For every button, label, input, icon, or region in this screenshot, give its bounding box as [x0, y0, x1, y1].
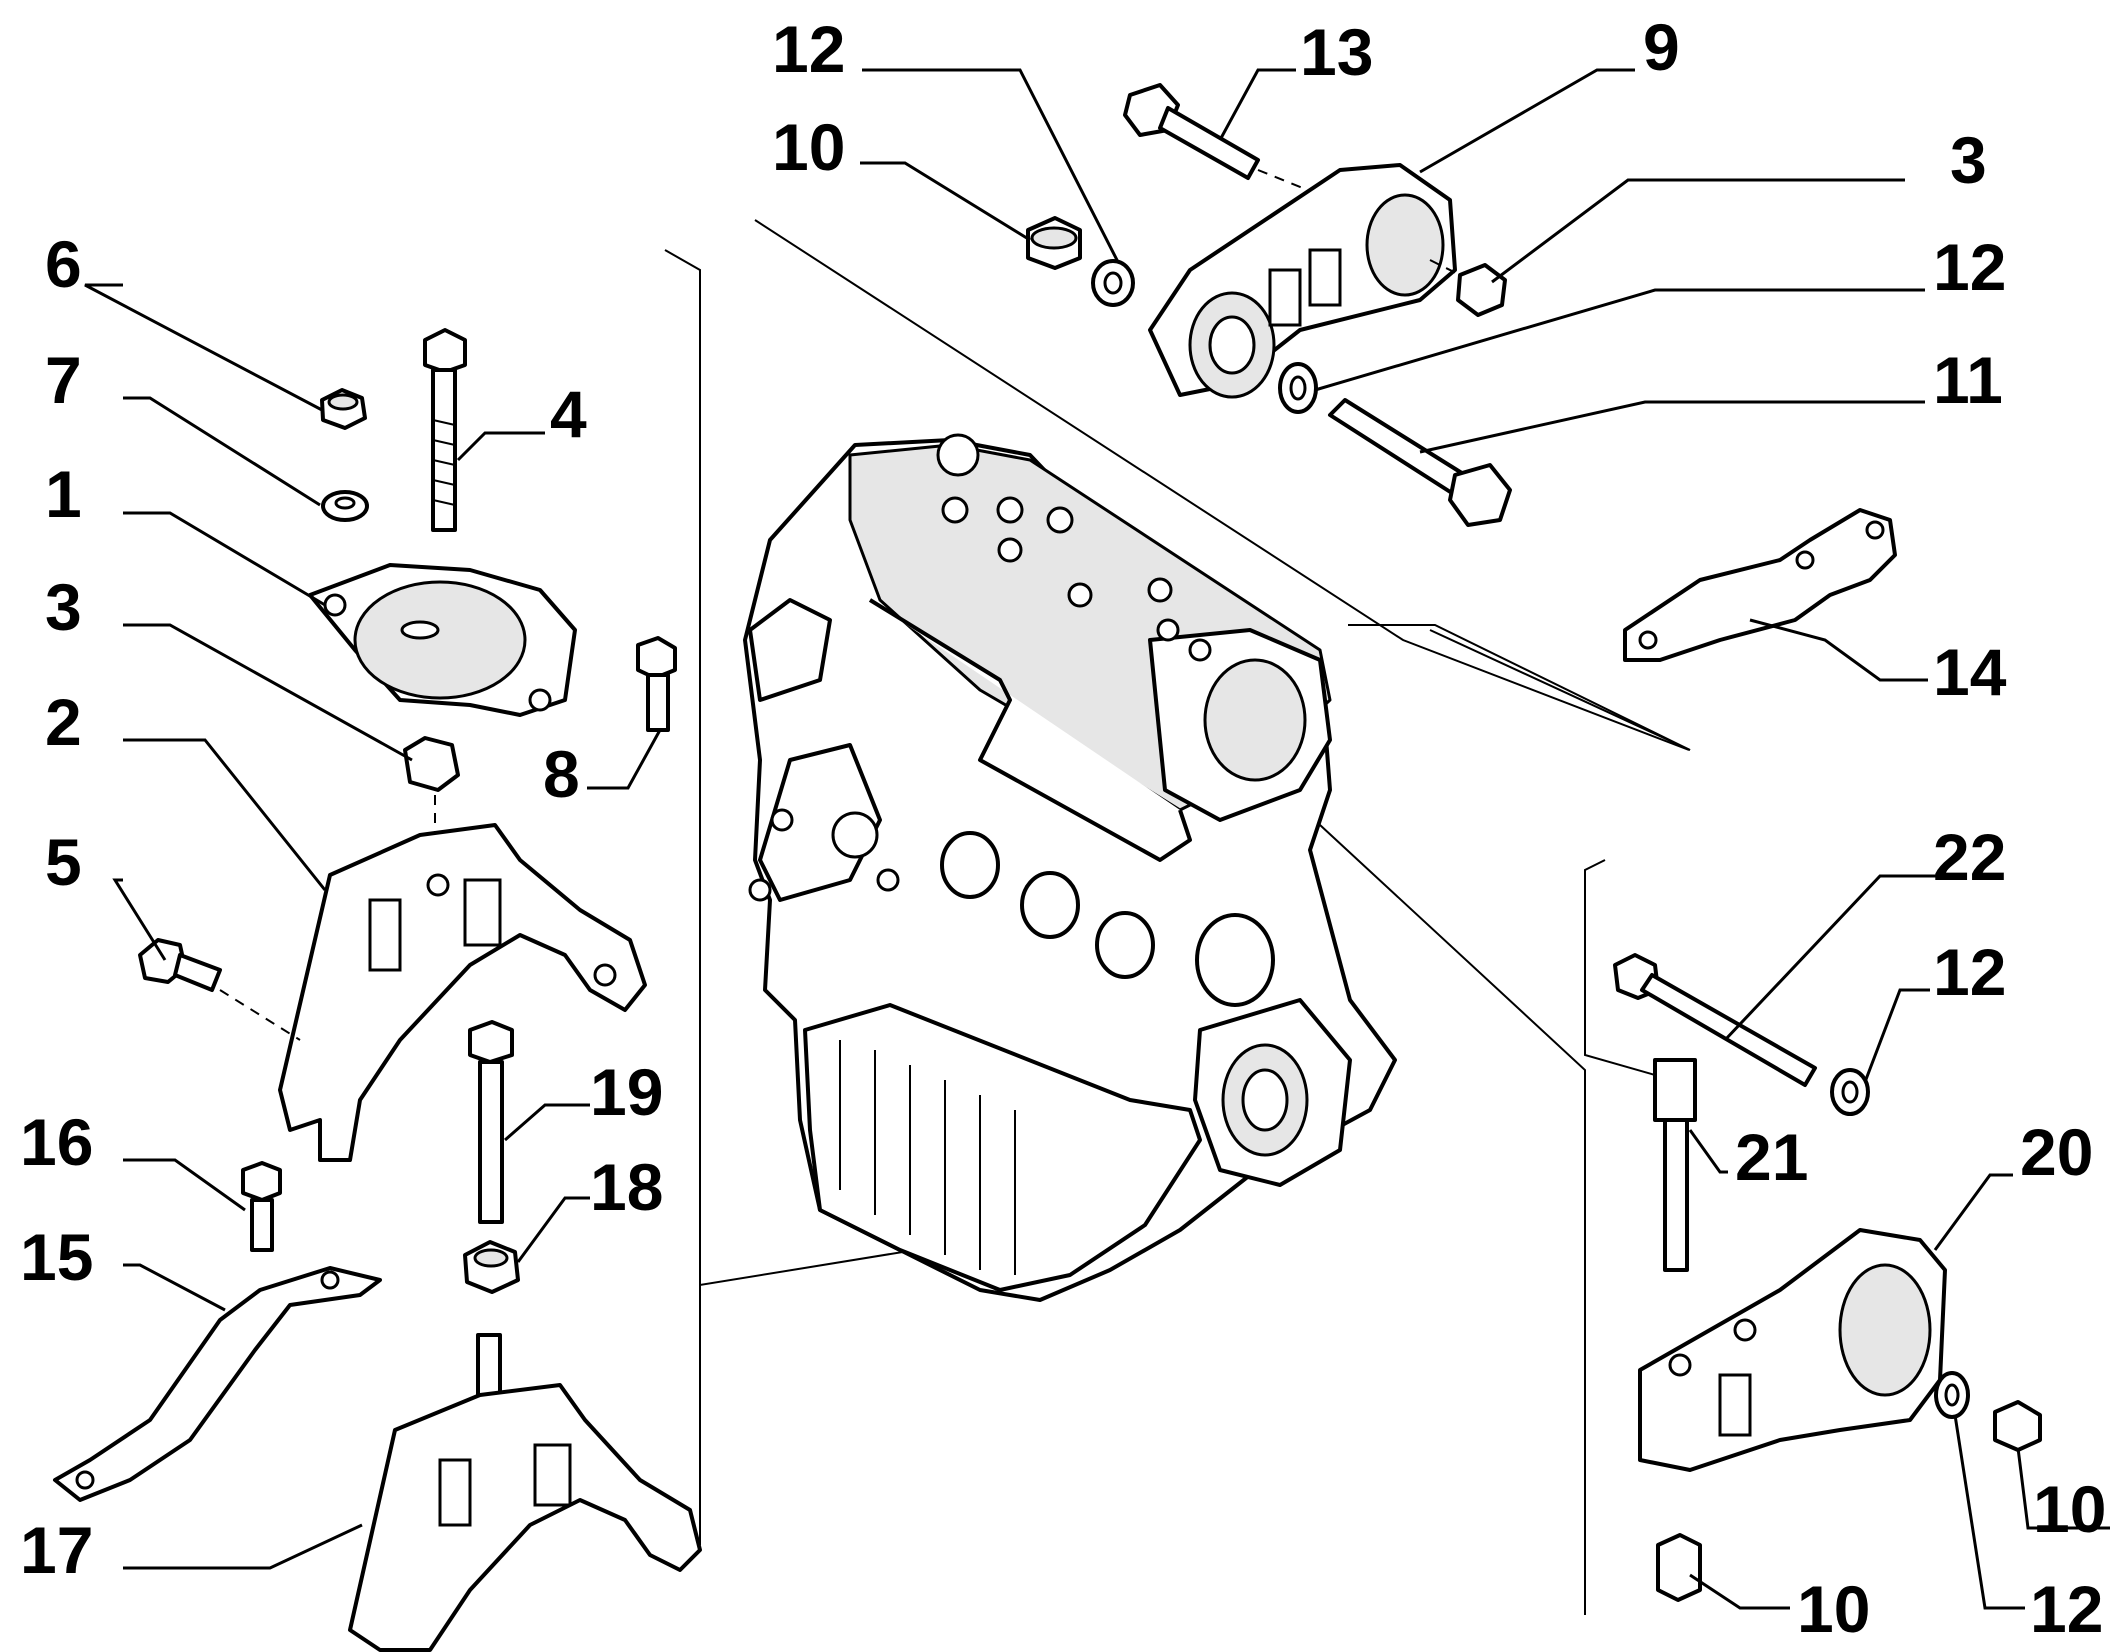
callout-10-a: 10 [772, 110, 845, 184]
bolt-11 [1328, 398, 1512, 527]
callout-5: 5 [45, 825, 82, 899]
callout-3-b: 3 [45, 570, 82, 644]
callout-12-d: 12 [2030, 1572, 2103, 1646]
callout-7: 7 [45, 343, 82, 417]
callout-20: 20 [2020, 1115, 2093, 1189]
washer-12-bottom [1934, 1371, 1970, 1419]
washer-12-mid [1830, 1068, 1870, 1116]
callout-19: 19 [590, 1055, 663, 1129]
mount-20 [1638, 1228, 1947, 1472]
callout-4: 4 [550, 377, 587, 451]
callout-12-a: 12 [772, 12, 845, 86]
washer-7 [321, 490, 369, 522]
callout-10-b: 10 [2033, 1472, 2106, 1546]
bolt-5 [138, 938, 301, 1041]
nut-10-right [1993, 1400, 2042, 1452]
callout-13: 13 [1300, 15, 1373, 89]
bolt-4 [423, 328, 467, 532]
callout-1: 1 [45, 457, 82, 531]
bolt-16 [241, 1161, 282, 1252]
callout-21: 21 [1735, 1120, 1808, 1194]
callout-12-b: 12 [1933, 230, 2006, 304]
callout-3-a: 3 [1950, 123, 1987, 197]
nut-18 [463, 1240, 520, 1294]
washer-12-top [1091, 259, 1135, 307]
nut-10-top [1026, 216, 1082, 270]
bolt-19 [468, 1020, 514, 1224]
nut-6 [320, 388, 367, 430]
bracket-2 [278, 823, 647, 1162]
bolt-8 [636, 636, 677, 732]
callout-14: 14 [1933, 635, 2007, 709]
callout-22: 22 [1933, 820, 2006, 894]
callout-10-c: 10 [1797, 1572, 1870, 1646]
callout-17: 17 [20, 1513, 93, 1587]
strap-15 [53, 1266, 382, 1502]
callout-18: 18 [590, 1150, 663, 1224]
callout-15: 15 [20, 1220, 93, 1294]
bolt-22 [1613, 953, 1817, 1087]
nut-10-bottom [1656, 1533, 1702, 1602]
bracket-17 [348, 1333, 702, 1652]
mount-1 [308, 563, 577, 717]
nut-3-right [1456, 263, 1507, 317]
engine-block [743, 433, 1397, 1302]
callout-12-c: 12 [1933, 935, 2006, 1009]
bolt-13 [1123, 83, 1321, 196]
washer-12-right [1278, 362, 1318, 414]
callout-16: 16 [20, 1105, 93, 1179]
callout-8: 8 [543, 737, 580, 811]
callout-11: 11 [1933, 343, 2003, 417]
callout-6: 6 [45, 227, 82, 301]
callout-2: 2 [45, 685, 82, 759]
callout-labels: 12 13 9 10 3 12 11 6 7 4 1 3 8 2 5 14 22… [20, 10, 2106, 1646]
bracket-14 [1623, 508, 1897, 662]
torque-link-9 [1148, 163, 1461, 399]
leader-lines [84, 68, 2110, 1610]
callout-9: 9 [1643, 10, 1680, 84]
stud-21 [1653, 1058, 1697, 1272]
